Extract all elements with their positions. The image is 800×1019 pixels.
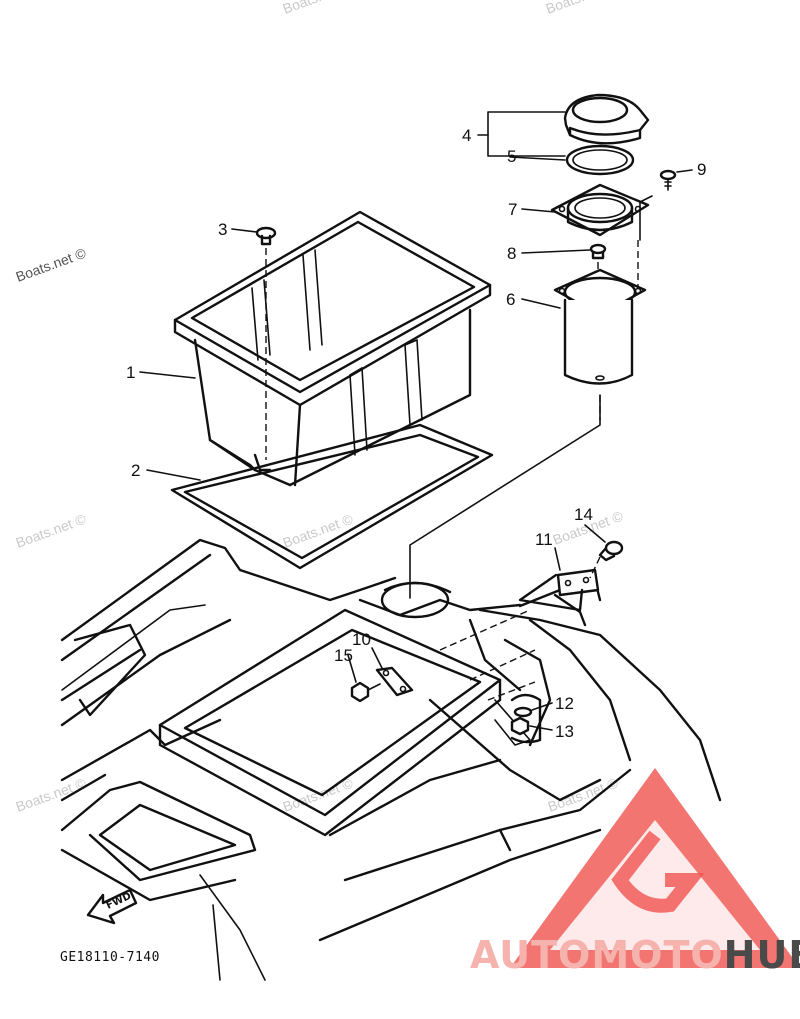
logo-text: AUTOMOTOHUB — [470, 933, 800, 977]
logo-text-hub: HUB — [724, 933, 800, 977]
callout-2: 2 — [131, 461, 140, 480]
storage-box — [173, 210, 492, 487]
callout-12: 12 — [555, 694, 574, 713]
callout-8: 8 — [507, 244, 516, 263]
watermark: Boats.net © — [281, 510, 356, 550]
clip — [255, 226, 277, 460]
hull-deck — [60, 538, 722, 981]
callout-1: 1 — [126, 363, 135, 382]
logo-text-auto: AUTOMOTO — [470, 933, 724, 977]
callout-4: 4 — [462, 126, 471, 145]
screw — [637, 169, 677, 290]
callout-13: 13 — [555, 722, 574, 741]
watermark: Boats.net © — [14, 510, 89, 550]
callout-6: 6 — [506, 290, 515, 309]
logo-glyph — [611, 830, 705, 913]
callouts: 1 2 3 4 5 6 7 8 9 10 11 12 13 14 15 — [126, 126, 706, 741]
o-ring — [565, 144, 635, 176]
callout-7: 7 — [508, 200, 517, 219]
watermark: Boats.net © — [14, 244, 89, 284]
logo-triangle-inner — [550, 820, 760, 950]
watermark: Boats.net © — [281, 0, 356, 17]
callout-11: 11 — [535, 530, 553, 549]
bracket-right — [518, 524, 624, 612]
canister — [409, 268, 647, 599]
automotohub-logo: AUTOMOTOHUB — [470, 768, 800, 977]
gasket — [170, 423, 494, 570]
filler-cap — [563, 93, 650, 145]
callout-5: 5 — [507, 147, 516, 166]
callout-9: 9 — [697, 160, 706, 179]
fwd-arrow-icon: FWD — [86, 888, 138, 925]
callout-10: 10 — [352, 630, 371, 649]
washer-nut — [510, 693, 542, 744]
drawing-code: GE18110-7140 — [60, 950, 160, 965]
leader-lines — [139, 111, 693, 731]
callout-14: 14 — [574, 505, 593, 524]
filler-neck — [550, 183, 650, 237]
bracket-left — [347, 647, 414, 703]
watermark: Boats.net © — [544, 0, 619, 17]
callout-3: 3 — [218, 220, 227, 239]
watermark: Boats.net © — [14, 774, 89, 814]
callout-15: 15 — [334, 646, 353, 665]
